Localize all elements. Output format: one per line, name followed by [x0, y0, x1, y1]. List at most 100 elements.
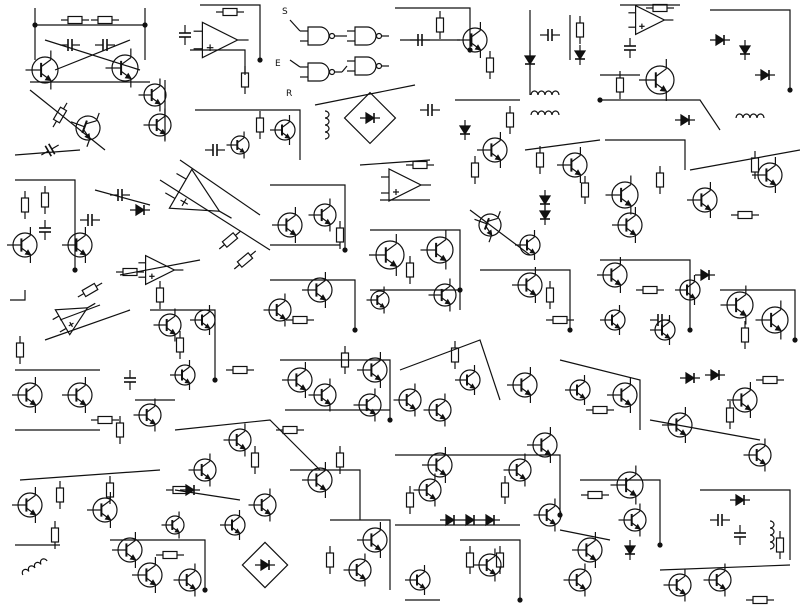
- wire: [649, 419, 761, 441]
- transistor-symbol: [282, 362, 313, 398]
- wire: [14, 149, 81, 156]
- wire: [700, 489, 791, 560]
- capacitor-symbol: [624, 38, 636, 58]
- wire: [270, 184, 346, 250]
- resistor-symbol: [750, 151, 760, 179]
- wire: [580, 479, 661, 545]
- transistor-symbol: [12, 487, 43, 523]
- resistor-symbol: [615, 71, 625, 99]
- resistor-symbol: [175, 331, 185, 359]
- capacitor-symbol: [710, 514, 730, 526]
- capacitor-symbol: [80, 214, 100, 226]
- wire: [600, 99, 721, 131]
- transistor-symbol: [413, 473, 442, 507]
- wire: [150, 309, 216, 380]
- wire: [289, 59, 301, 68]
- transistor-symbol: [248, 488, 277, 522]
- resistor-symbol: [156, 550, 184, 560]
- transistor-symbol: [343, 553, 372, 587]
- resistor-symbol: [725, 401, 735, 429]
- diode-symbol: [573, 45, 587, 65]
- resistor-symbol: [20, 191, 30, 219]
- wire: [395, 454, 561, 515]
- transistor-symbol: [727, 382, 758, 418]
- wire: [720, 289, 796, 340]
- wire: [689, 149, 800, 171]
- wire: [270, 279, 356, 330]
- resistor-symbol: [115, 416, 125, 444]
- transistor-symbol: [565, 375, 591, 405]
- transistor-symbol: [428, 278, 457, 312]
- resistor-symbol: [505, 106, 515, 134]
- resistor-symbol: [546, 315, 574, 325]
- capacitor-symbol: [205, 144, 225, 156]
- transistor-symbol: [650, 315, 676, 345]
- resistor-symbol: [636, 285, 664, 295]
- transistor-symbol: [503, 453, 532, 487]
- transistor-symbol: [143, 108, 172, 142]
- junction-dot: [202, 587, 208, 593]
- resistor-symbol: [116, 267, 144, 277]
- opamp-symbol: [165, 168, 232, 219]
- transistor-symbol: [105, 48, 139, 88]
- resistor-symbol: [485, 51, 495, 79]
- wire: [195, 109, 301, 160]
- resistor-symbol: [325, 546, 335, 574]
- transistor-symbol: [675, 275, 701, 305]
- logic-gate-symbol: [347, 56, 389, 76]
- junction-dot: [257, 57, 263, 63]
- resistor-symbol: [731, 210, 759, 220]
- transistor-symbol: [618, 503, 647, 537]
- wire: [190, 49, 246, 75]
- transistor-symbol: [662, 407, 693, 443]
- diode-symbol: [458, 120, 472, 140]
- transistor-symbol: [270, 115, 296, 145]
- wire: [15, 179, 76, 270]
- transistor-symbol: [226, 131, 250, 159]
- capacitor-symbol: [95, 39, 115, 51]
- transistor-symbol: [743, 438, 772, 472]
- resistor-symbol: [586, 405, 614, 415]
- capacitor-symbol: [39, 220, 51, 240]
- transistor-symbol: [62, 377, 93, 413]
- wire-layer: [10, 4, 800, 603]
- capacitor-symbol: [124, 370, 136, 390]
- wire: [559, 359, 641, 430]
- resistor-symbol: [52, 102, 68, 128]
- wire: [359, 159, 431, 166]
- transistor-symbol: [477, 132, 508, 168]
- resistor-symbol: [50, 521, 60, 549]
- logic-gate-symbol: [300, 26, 342, 46]
- transistor-symbol: [755, 300, 789, 340]
- junction-dot: [212, 377, 218, 383]
- capacitor-symbol: [41, 143, 59, 157]
- resistor-symbol: [756, 375, 784, 385]
- capacitor-symbol: [734, 525, 746, 545]
- transistor-symbol: [455, 365, 481, 395]
- resistor-symbol: [545, 281, 555, 309]
- junction-dot: [517, 597, 523, 603]
- component-layer: [7, 3, 789, 605]
- logic-label-r: R: [286, 89, 292, 99]
- diode-symbol: [623, 540, 637, 560]
- wire: [605, 139, 686, 170]
- transistor-symbol: [190, 305, 216, 335]
- resistor-symbol: [500, 476, 510, 504]
- resistor-symbol: [775, 531, 785, 559]
- diode-symbol: [538, 190, 552, 210]
- wire: [341, 65, 348, 73]
- wire: [395, 7, 471, 50]
- bridge-rectifier-symbol: [343, 91, 397, 145]
- transistor-symbol: [703, 563, 732, 597]
- diode-symbol: [255, 558, 275, 572]
- transistor-symbol: [687, 182, 718, 218]
- resistor-symbol: [218, 230, 242, 250]
- transistor-symbol: [161, 511, 185, 539]
- wire: [600, 259, 691, 330]
- resistor-symbol: [15, 336, 25, 364]
- diode-symbol: [755, 68, 775, 82]
- transistor-symbol: [639, 59, 675, 101]
- diode-symbol: [705, 368, 725, 382]
- diode-symbol: [130, 203, 150, 217]
- transistor-symbol: [533, 498, 562, 532]
